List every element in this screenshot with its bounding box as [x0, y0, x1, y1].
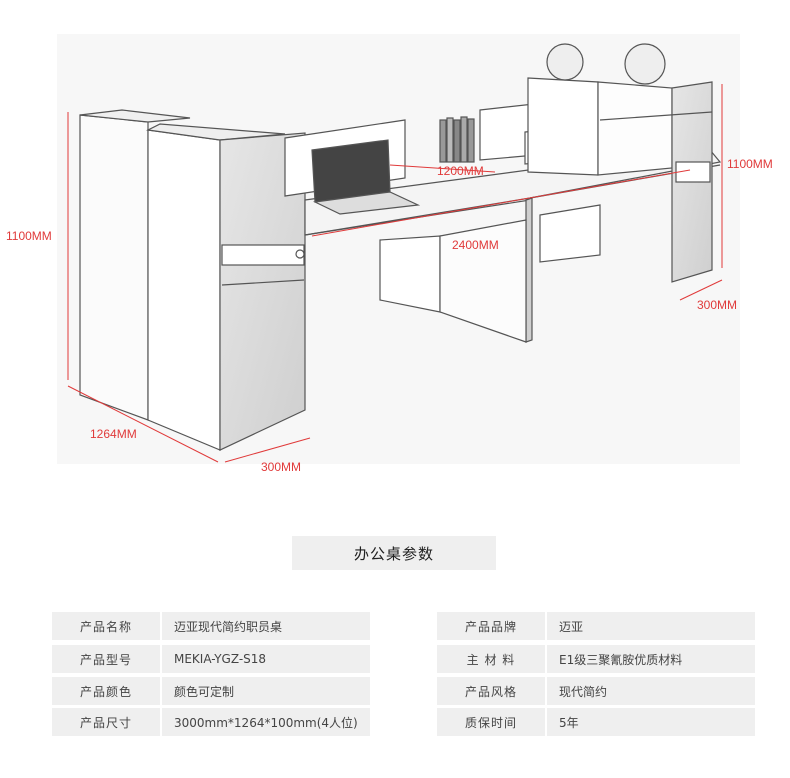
right-shelf — [527, 77, 599, 176]
spec-label: 产品名称 — [79, 619, 132, 634]
spec-value: 5年 — [545, 708, 579, 736]
spec-value: 3000mm*1264*100mm(4人位) — [160, 708, 358, 736]
dimension-width-bottom: 300MM — [261, 460, 302, 474]
product-drawing: 1100MM 1100MM 1264MM 300MM 300MM 2400MM … — [6, 43, 773, 474]
spec-label: 产品品牌 — [464, 619, 517, 634]
dimension-lines — [67, 84, 723, 463]
spec-row-left-2: 产品颜色 颜色可定制 — [52, 677, 370, 705]
desk-outline — [79, 43, 722, 451]
drawer-front — [221, 244, 305, 266]
spec-value: 迈亚现代简约职员桌 — [160, 612, 282, 640]
dimension-width-right: 300MM — [697, 298, 738, 312]
spec-label: 产品尺寸 — [79, 715, 132, 730]
spec-value: 颜色可定制 — [160, 677, 234, 705]
left-cabinet-front — [219, 132, 306, 451]
dimension-height-right: 1100MM — [727, 157, 773, 171]
spec-label: 产品颜色 — [79, 684, 132, 699]
spec-value: E1级三聚氰胺优质材料 — [545, 645, 682, 673]
spec-row-right-3: 质保时间 5年 — [437, 708, 755, 736]
spec-row-left-3: 产品尺寸 3000mm*1264*100mm(4人位) — [52, 708, 370, 736]
dimension-height-left: 1100MM — [6, 229, 52, 243]
left-cabinet-back — [147, 129, 221, 451]
spec-row-left-1: 产品型号 MEKIA-YGZ-S18 — [52, 645, 370, 673]
section-title: 办公桌参数 — [292, 536, 496, 570]
spec-label: 产品型号 — [79, 652, 132, 667]
spec-value: 现代简约 — [545, 677, 607, 705]
spec-row-right-2: 产品风格 现代简约 — [437, 677, 755, 705]
dimension-length: 2400MM — [452, 238, 499, 252]
dimension-divider: 1200MM — [437, 164, 484, 178]
spec-label: 产品风格 — [464, 684, 517, 699]
laptop-base — [312, 191, 421, 215]
spec-value: 迈亚 — [545, 612, 583, 640]
left-cabinet-side — [79, 114, 149, 421]
spec-row-right-1: 主 材 料 E1级三聚氰胺优质材料 — [437, 645, 755, 673]
dimension-depth: 1264MM — [90, 427, 137, 441]
laptop-screen — [311, 139, 391, 203]
spec-row-left-0: 产品名称 迈亚现代简约职员桌 — [52, 612, 370, 640]
spec-value: MEKIA-YGZ-S18 — [160, 645, 266, 673]
desk-sketch — [67, 43, 723, 463]
spec-label: 主 材 料 — [466, 652, 516, 667]
spec-label: 质保时间 — [464, 715, 517, 730]
spec-row-right-0: 产品品牌 迈亚 — [437, 612, 755, 640]
